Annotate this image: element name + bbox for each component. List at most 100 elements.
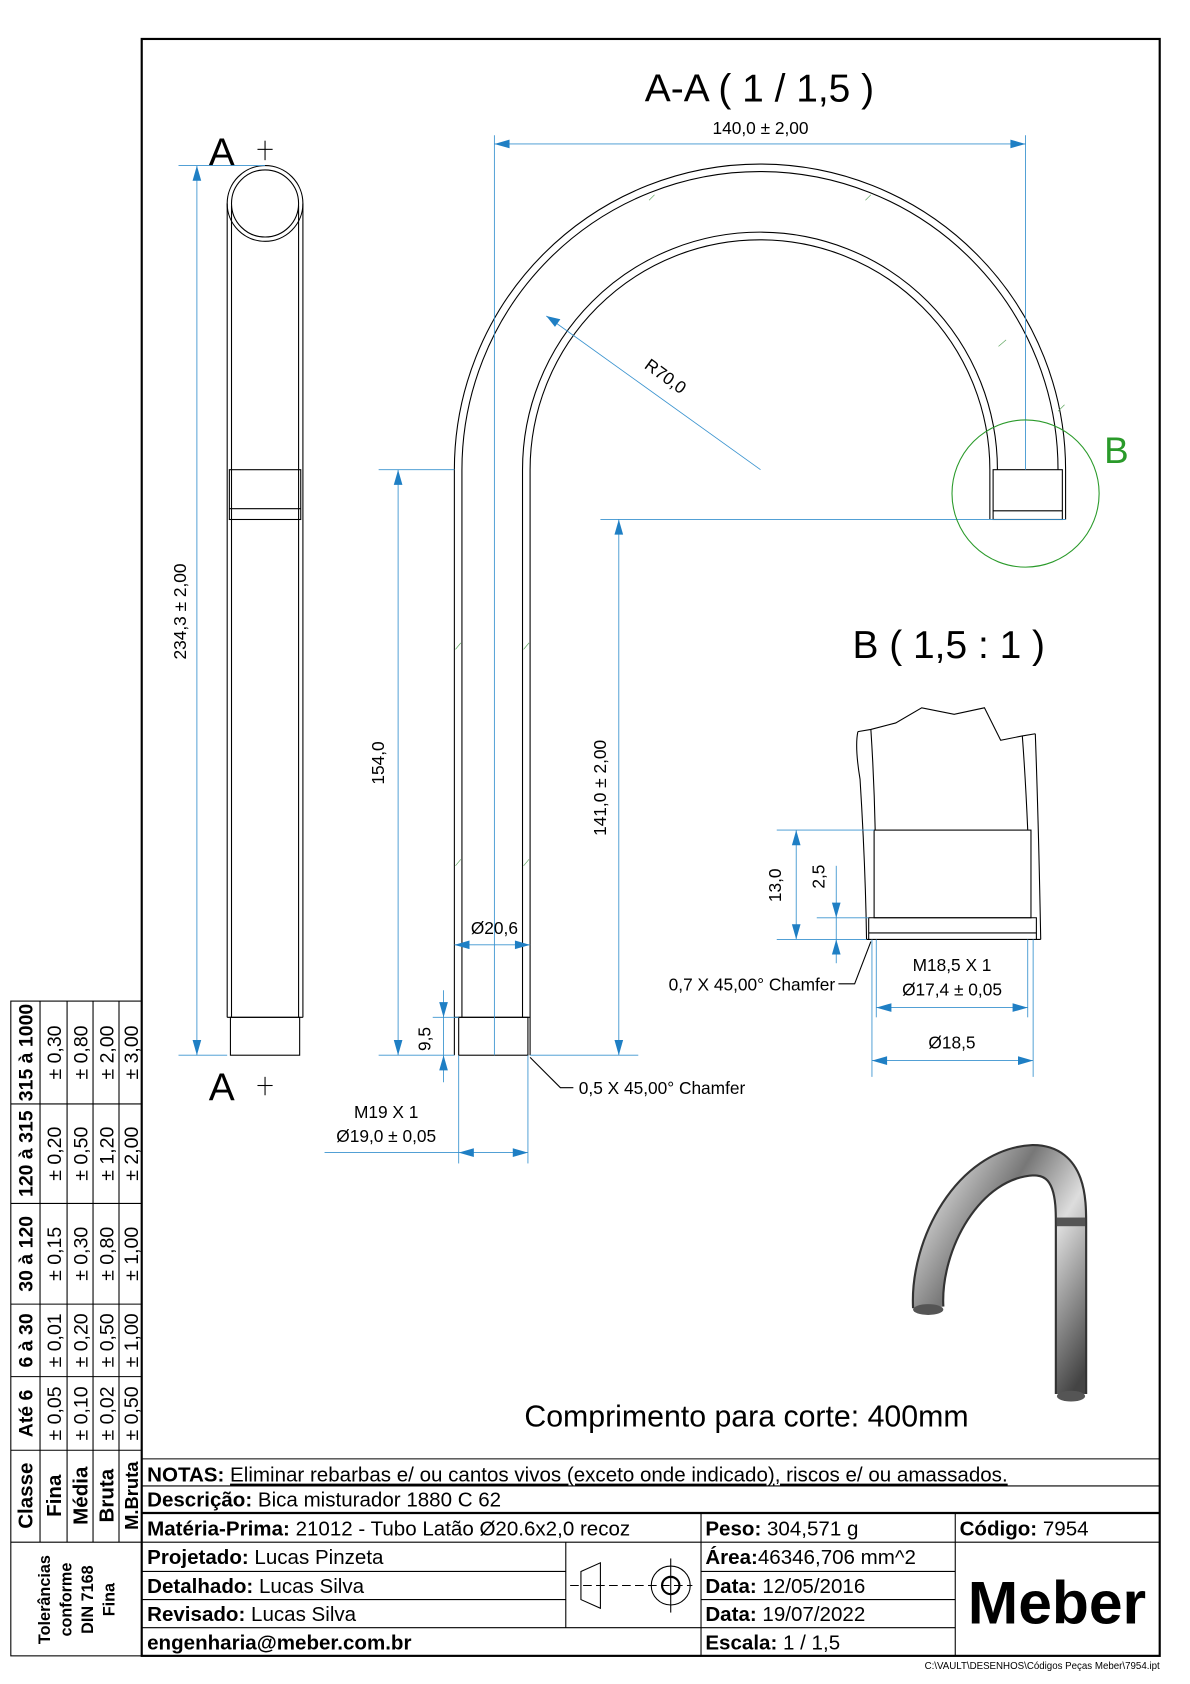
tolerance-value: ± 0,50 bbox=[121, 1386, 143, 1440]
description-value: Bica misturador 1880 C 62 bbox=[258, 1489, 501, 1512]
table-footer-line: DIN 7168 bbox=[79, 1565, 97, 1634]
class-name: Média bbox=[70, 1466, 93, 1525]
area-label: Área: bbox=[705, 1546, 758, 1569]
area-value: 46346,706 mm^2 bbox=[758, 1546, 916, 1569]
scale-label: Escala: bbox=[705, 1631, 777, 1654]
revised-label: Revisado: bbox=[147, 1603, 245, 1626]
detail-thread-spec: M18,5 X 1 bbox=[913, 955, 992, 975]
date1-row: Data: 12/05/2016 bbox=[705, 1575, 865, 1598]
table-footer-line: Tolerâncias bbox=[36, 1555, 54, 1644]
thread-length-dimension: 9,5 bbox=[415, 1027, 435, 1051]
range-header: 120 à 315 bbox=[15, 1110, 37, 1197]
notes-text: Eliminar rebarbas e/ ou cantos vivos (ex… bbox=[230, 1464, 1008, 1487]
description-label: Descrição: bbox=[147, 1489, 252, 1512]
detail-label: B bbox=[1104, 430, 1129, 471]
width-dimension: 140,0 ± 2,00 bbox=[712, 118, 808, 138]
tolerance-value: ± 1,20 bbox=[97, 1127, 119, 1181]
material-label: Matéria-Prima: bbox=[147, 1518, 290, 1541]
class-name: Bruta bbox=[96, 1468, 119, 1522]
tolerance-value: ± 0,80 bbox=[71, 1025, 93, 1079]
designed-row: Projetado: Lucas Pinzeta bbox=[147, 1546, 384, 1569]
range-header: 315 à 1000 bbox=[15, 1004, 37, 1102]
table-footer-line: conforme bbox=[57, 1563, 75, 1637]
thread-spec: M19 X 1 bbox=[354, 1102, 418, 1122]
weight-value: 304,571 g bbox=[767, 1518, 858, 1541]
class-name: M.Bruta bbox=[121, 1461, 142, 1530]
radius-dimension: R70,0 bbox=[641, 354, 690, 397]
left-leg-dimension: 154,0 bbox=[368, 741, 388, 784]
company-logo: Meber bbox=[968, 1568, 1146, 1636]
area-row: Área:46346,706 mm^2 bbox=[705, 1546, 916, 1569]
tolerance-value: ± 0,01 bbox=[44, 1313, 66, 1367]
tolerance-table: Classe Até 6 6 à 30 30 à 120 120 à 315 315 à … bbox=[10, 1000, 143, 1657]
title-block: NOTAS: Eliminar rebarbas e/ ou cantos vi… bbox=[141, 1458, 1160, 1672]
code-value: 7954 bbox=[1043, 1518, 1089, 1541]
right-leg-dimension: 141,0 ± 2,00 bbox=[590, 740, 610, 836]
date1-value: 12/05/2016 bbox=[762, 1575, 865, 1598]
range-header: 6 à 30 bbox=[15, 1313, 37, 1367]
tolerance-value: ± 0,10 bbox=[71, 1386, 93, 1440]
tolerance-value: ± 3,00 bbox=[121, 1025, 143, 1079]
tube-diameter-dimension: Ø20,6 bbox=[471, 918, 518, 938]
date1-label: Data: bbox=[705, 1575, 756, 1598]
file-path: C:\VAULT\DESENHOS\Códigos Peças Meber\79… bbox=[925, 1661, 1160, 1672]
notes-row: NOTAS: Eliminar rebarbas e/ ou cantos vi… bbox=[147, 1464, 1008, 1487]
drawing-frame bbox=[140, 37, 1161, 1657]
detail-view-b: B ( 1,5 : 1 ) 13,0 2,5 0,7 X 45,00° Cham… bbox=[669, 624, 1045, 1077]
height-dimension: 234,3 ± 2,00 bbox=[170, 563, 190, 659]
tolerance-value: ± 2,00 bbox=[121, 1127, 143, 1181]
section-title: A-A ( 1 / 1,5 ) bbox=[645, 68, 874, 111]
revised-value: Lucas Silva bbox=[251, 1603, 357, 1626]
tolerance-value: ± 0,20 bbox=[44, 1127, 66, 1181]
weight-label: Peso: bbox=[705, 1518, 761, 1541]
tolerance-value: ± 2,00 bbox=[97, 1025, 119, 1079]
tolerance-value: ± 0,15 bbox=[44, 1227, 66, 1281]
designed-value: Lucas Pinzeta bbox=[254, 1546, 384, 1569]
notes-label: NOTAS: bbox=[147, 1464, 224, 1487]
weight-row: Peso: 304,571 g bbox=[705, 1518, 858, 1541]
revised-row: Revisado: Lucas Silva bbox=[147, 1603, 357, 1626]
material-row: Matéria-Prima: 21012 - Tubo Latão Ø20.6x… bbox=[147, 1518, 630, 1541]
tolerance-value: ± 0,30 bbox=[44, 1025, 66, 1079]
step-dimension: 2,5 bbox=[808, 865, 828, 889]
section-label-bottom: A bbox=[209, 1067, 235, 1110]
date2-row: Data: 19/07/2022 bbox=[705, 1603, 865, 1626]
tolerance-value: ± 0,05 bbox=[44, 1386, 66, 1440]
email: engenharia@meber.com.br bbox=[147, 1631, 411, 1654]
outer-diameter-dimension: Ø18,5 bbox=[928, 1033, 975, 1053]
tolerance-value: ± 0,20 bbox=[71, 1313, 93, 1367]
detail-circle-b bbox=[951, 419, 1100, 568]
inner-diameter-dimension: Ø17,4 ± 0,05 bbox=[902, 980, 1002, 1000]
part-3d-render bbox=[911, 1143, 1088, 1402]
depth-dimension: 13,0 bbox=[765, 868, 785, 902]
table-footer-line: Fina bbox=[101, 1582, 119, 1616]
tolerance-value: ± 1,00 bbox=[121, 1227, 143, 1281]
range-header: 30 à 120 bbox=[15, 1216, 37, 1292]
side-view: A A 234,3 ± 2,00 bbox=[170, 132, 304, 1110]
section-view-a-a: A-A ( 1 / 1,5 ) 140,0 ± 2,00 R70,0 bbox=[324, 68, 1129, 1164]
scale-row: Escala: 1 / 1,5 bbox=[705, 1631, 840, 1654]
chamfer-note: 0,5 X 45,00° Chamfer bbox=[579, 1078, 746, 1098]
section-label-top: A bbox=[209, 132, 235, 175]
table-border bbox=[10, 1000, 143, 1657]
date2-value: 19/07/2022 bbox=[762, 1603, 865, 1626]
tolerance-value: ± 0,02 bbox=[97, 1386, 119, 1440]
detailed-row: Detalhado: Lucas Silva bbox=[147, 1575, 364, 1598]
table-header: Classe bbox=[14, 1463, 37, 1529]
tolerance-value: ± 0,50 bbox=[97, 1313, 119, 1367]
detail-title: B ( 1,5 : 1 ) bbox=[852, 624, 1045, 667]
range-header: Até 6 bbox=[15, 1389, 37, 1437]
detail-chamfer-note: 0,7 X 45,00° Chamfer bbox=[669, 974, 836, 994]
detailed-label: Detalhado: bbox=[147, 1575, 253, 1598]
tolerance-value: ± 0,80 bbox=[97, 1227, 119, 1281]
detailed-value: Lucas Silva bbox=[259, 1575, 365, 1598]
tolerance-value: ± 1,00 bbox=[121, 1313, 143, 1367]
date2-label: Data: bbox=[705, 1603, 756, 1626]
cut-length-note: Comprimento para corte: 400mm bbox=[524, 1400, 968, 1433]
code-label: Código: bbox=[960, 1518, 1038, 1541]
tolerance-value: ± 0,50 bbox=[71, 1127, 93, 1181]
designed-label: Projetado: bbox=[147, 1546, 249, 1569]
scale-value: 1 / 1,5 bbox=[783, 1631, 840, 1654]
first-angle-projection-icon bbox=[570, 1558, 693, 1613]
